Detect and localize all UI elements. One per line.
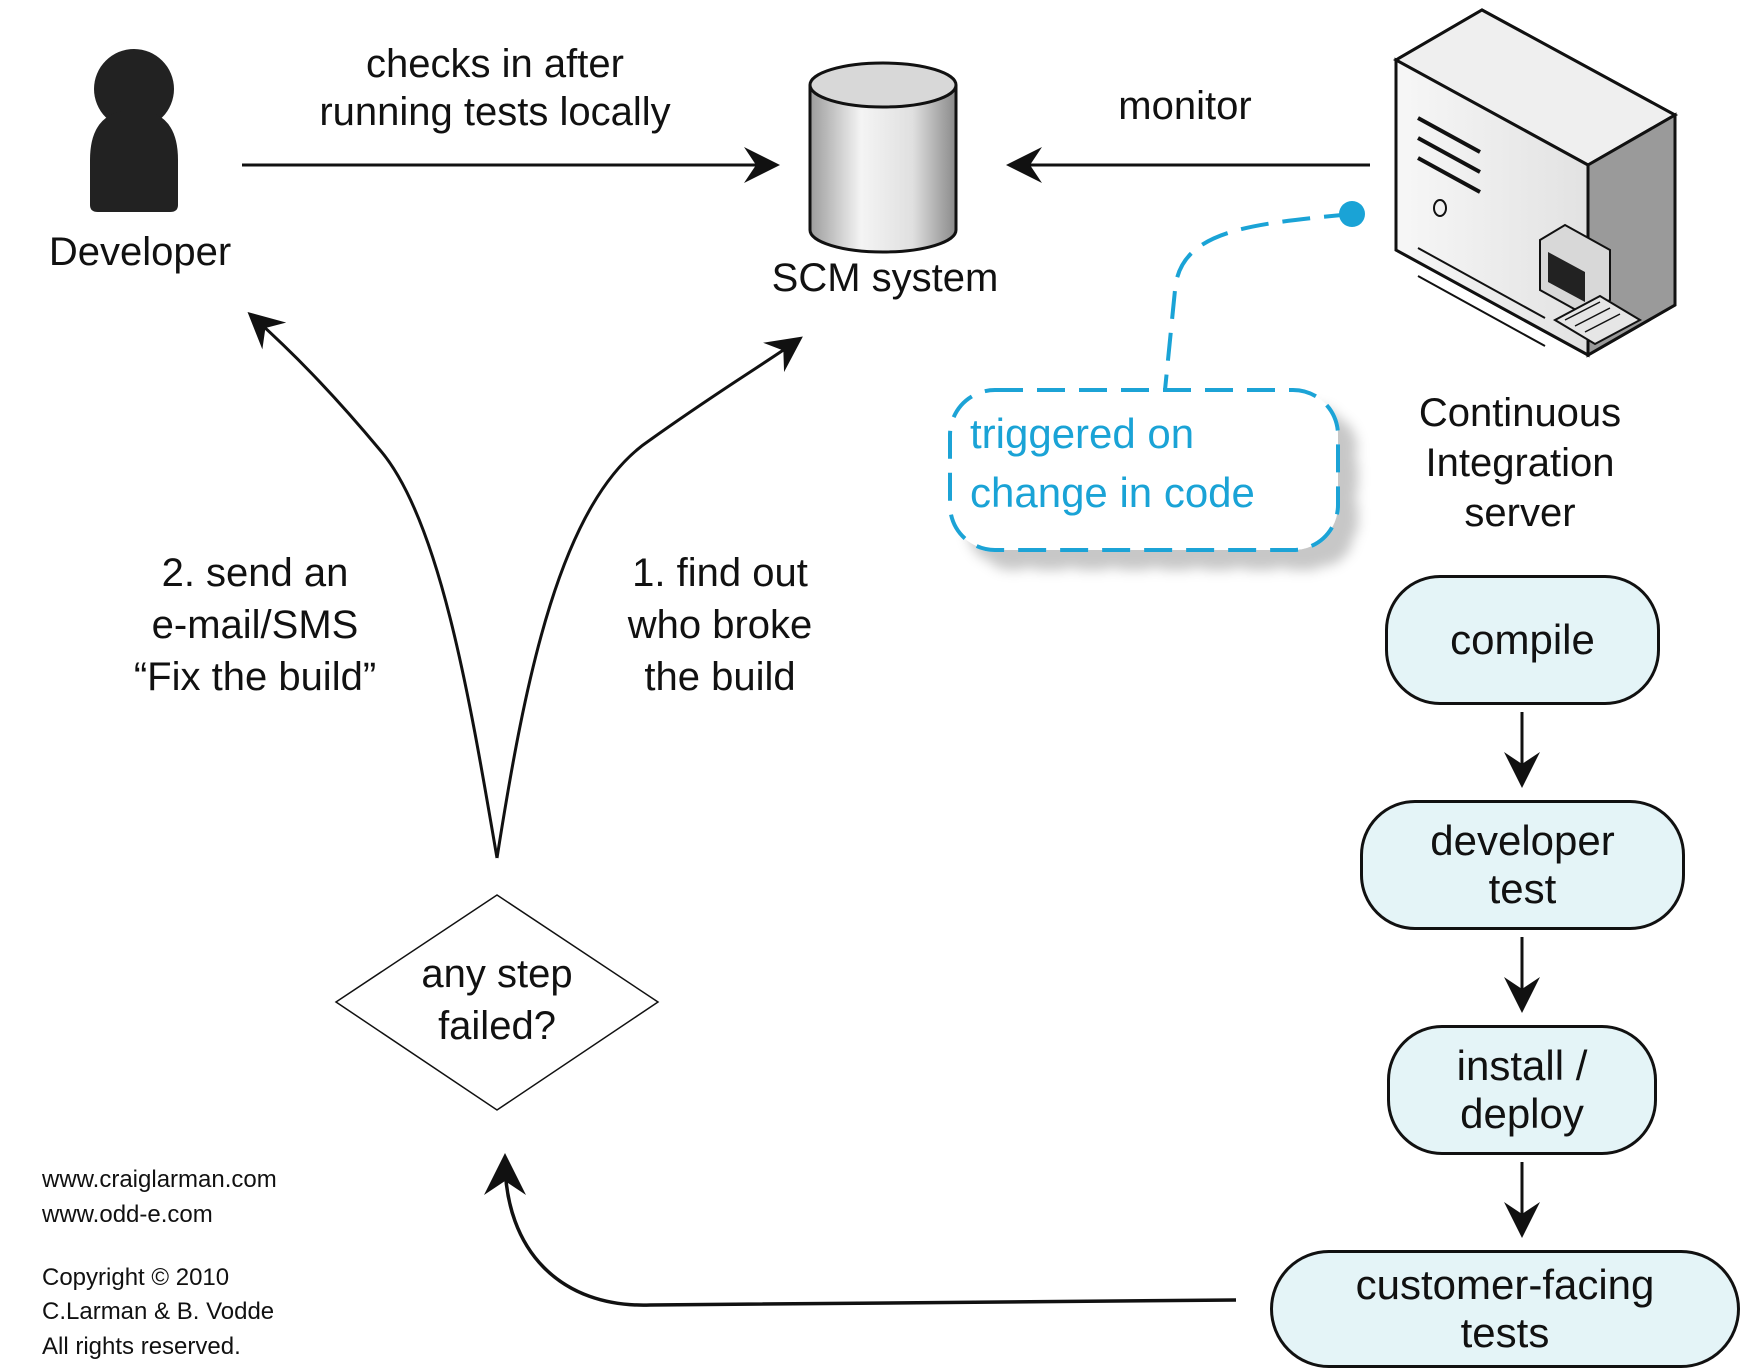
checkin-label: checks in after running tests locally bbox=[250, 40, 740, 136]
footer-url2: www.odd-e.com bbox=[42, 1200, 213, 1228]
trigger-note-line1: triggered on bbox=[970, 410, 1195, 457]
decision-line1: any step bbox=[421, 952, 573, 996]
find-out-arrow bbox=[495, 336, 803, 859]
server-tower-icon bbox=[1392, 8, 1679, 358]
checkin-line2: running tests locally bbox=[319, 90, 671, 134]
footer-authors: C.Larman & B. Vodde bbox=[42, 1298, 275, 1326]
send-email-line2: e-mail/SMS bbox=[151, 603, 359, 647]
return-arrow bbox=[484, 1153, 1237, 1307]
decision-diamond bbox=[334, 894, 660, 1111]
footer-rights: All rights reserved. bbox=[42, 1333, 241, 1361]
trigger-note-line2: change in code bbox=[970, 468, 1255, 516]
step-compile: compile bbox=[1385, 575, 1660, 705]
trigger-note-box bbox=[948, 388, 1340, 552]
ci-server-label: Continuous Integration server bbox=[1370, 388, 1670, 538]
footer-copyright: Copyright © 2010 bbox=[42, 1263, 230, 1291]
ci-server-line3: server bbox=[1464, 491, 1576, 535]
customer-tests-line1: customer-facing bbox=[1355, 1260, 1655, 1308]
monitor-label: monitor bbox=[1118, 84, 1252, 128]
scm-label: SCM system bbox=[771, 256, 999, 300]
trigger-note-text: triggered on change in code bbox=[970, 405, 1330, 523]
step-developer-test: developer test bbox=[1360, 800, 1685, 930]
send-email-arrow bbox=[247, 311, 499, 859]
step-customer-tests: customer-facing tests bbox=[1270, 1250, 1740, 1368]
developer-test-line1: developer bbox=[1430, 816, 1615, 864]
install-deploy-line2: deploy bbox=[1460, 1090, 1584, 1137]
desktop-computer-icon bbox=[1539, 223, 1643, 346]
developer-test-line2: test bbox=[1488, 865, 1557, 912]
customer-tests-line2: tests bbox=[1460, 1309, 1550, 1356]
developer-label: Developer bbox=[48, 230, 232, 274]
find-out-line2: who broke bbox=[627, 603, 813, 647]
ci-server-line2: Integration bbox=[1425, 441, 1615, 485]
find-out-line1: 1. find out bbox=[632, 551, 808, 595]
find-out-label: 1. find out who broke the build bbox=[590, 547, 850, 703]
decision-line2: failed? bbox=[438, 1004, 556, 1048]
send-email-label: 2. send an e-mail/SMS “Fix the build” bbox=[95, 547, 415, 703]
ci-server-line1: Continuous bbox=[1418, 391, 1622, 435]
person-icon bbox=[90, 49, 178, 212]
footer-url1: www.craiglarman.com bbox=[42, 1166, 277, 1193]
checkin-line1: checks in after bbox=[366, 42, 624, 86]
find-out-line3: the build bbox=[644, 655, 796, 699]
step-install-deploy: install / deploy bbox=[1387, 1025, 1657, 1155]
trigger-connector bbox=[1163, 201, 1365, 391]
footer: www.craiglarman.com www.odd-e.com Copyri… bbox=[42, 1163, 382, 1365]
send-email-line3: “Fix the build” bbox=[133, 655, 377, 699]
decision-label: any step failed? bbox=[377, 948, 617, 1052]
database-icon bbox=[808, 61, 958, 254]
install-deploy-line1: install / bbox=[1456, 1041, 1588, 1089]
send-email-line1: 2. send an bbox=[161, 551, 349, 595]
